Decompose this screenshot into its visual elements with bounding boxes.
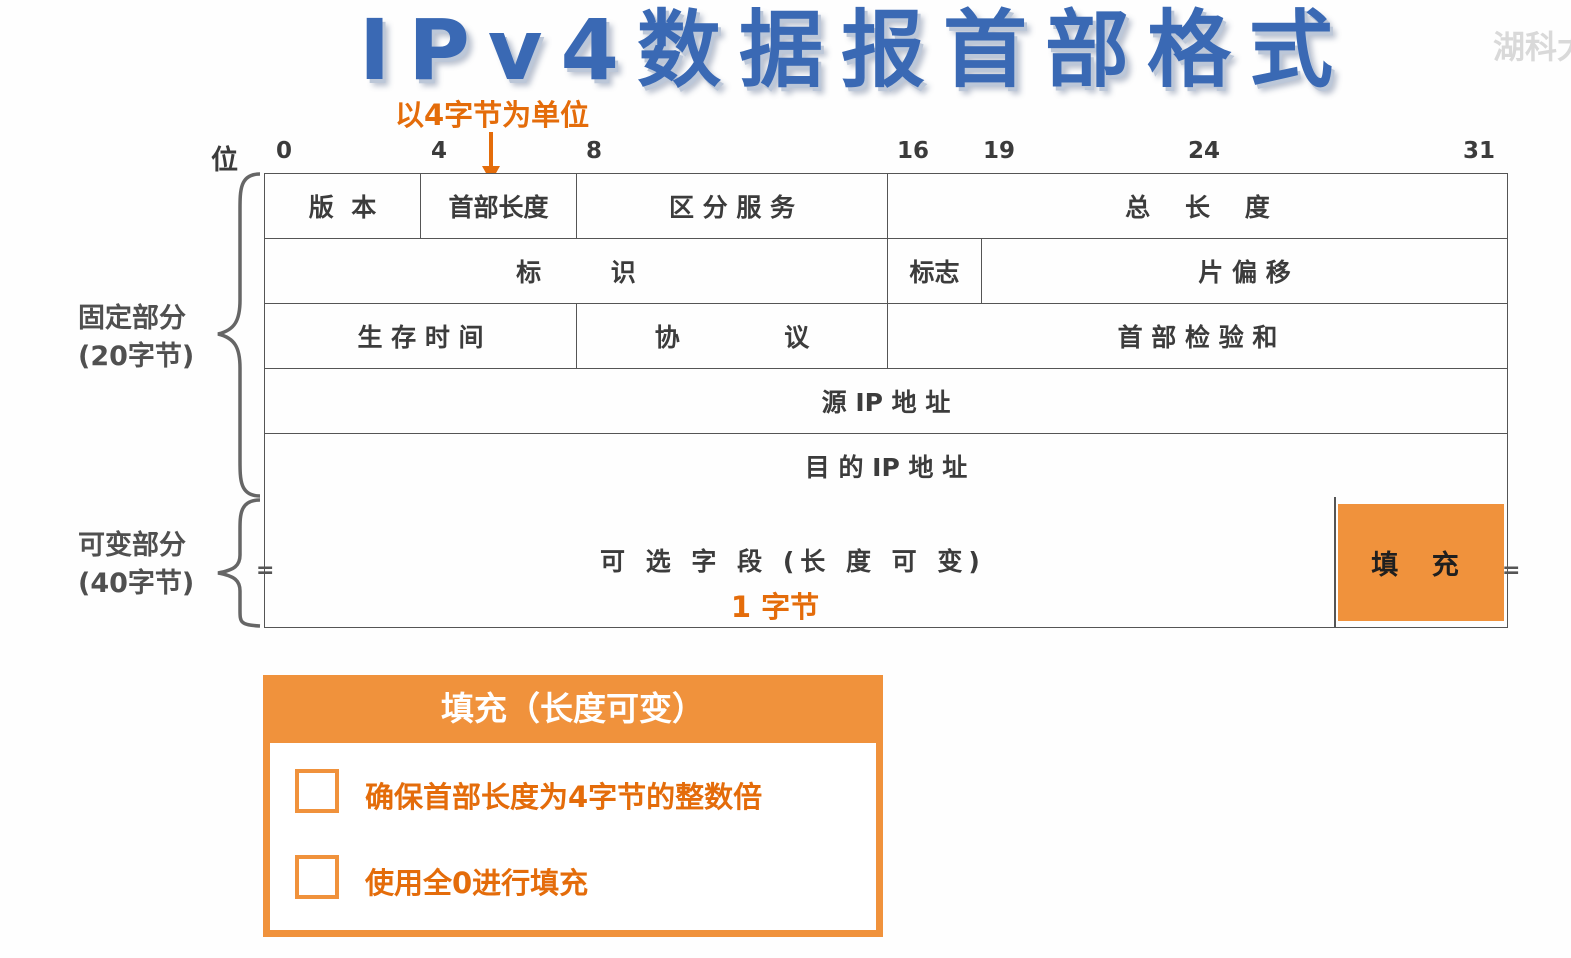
field-dscp: 区 分 服 务 (576, 173, 888, 239)
bit-tick-24: 24 (1188, 138, 1221, 164)
page-title: IPv4数据报首部格式 (358, 1, 1352, 99)
bit-tick-19: 19 (983, 138, 1016, 164)
field-header-length: 首部长度 (420, 173, 577, 239)
variable-part-title: 可变部分 (78, 530, 186, 561)
checkbox-icon (295, 769, 339, 813)
variable-part-label: 可变部分 (40字节) (78, 527, 194, 603)
field-total-length: 总 长 度 (887, 173, 1508, 239)
unit-arrow (489, 132, 493, 170)
field-flags: 标志 (887, 238, 982, 304)
continuation-left-icon: = (256, 558, 275, 583)
field-source-ip: 源 IP 地 址 (264, 368, 1508, 434)
padding-info-box: 填充（长度可变） 确保首部长度为4字节的整数倍 使用全0进行填充 (263, 675, 883, 937)
bit-axis-label: 位 (211, 145, 238, 176)
field-version: 版 本 (264, 173, 421, 239)
unit-note: 以4字节为单位 (395, 98, 590, 132)
fixed-brace-icon (217, 172, 261, 498)
field-ttl: 生 存 时 间 (264, 303, 577, 369)
field-dest-ip: 目 的 IP 地 址 (264, 433, 1508, 498)
bit-tick-8: 8 (586, 138, 603, 164)
fixed-part-label: 固定部分 (20字节) (78, 300, 194, 376)
field-checksum: 首 部 检 验 和 (887, 303, 1508, 369)
info-item-2: 使用全0进行填充 (365, 866, 589, 900)
bit-tick-31: 31 (1463, 138, 1496, 164)
field-fragment-offset: 片 偏 移 (981, 238, 1508, 304)
info-item-1: 确保首部长度为4字节的整数倍 (365, 780, 763, 814)
brace-icons (217, 172, 261, 628)
field-options: 可 选 字 段 (长 度 可 变) (600, 547, 986, 576)
options-unit-note: 1 字节 (730, 590, 820, 624)
field-identification: 标 识 (264, 238, 888, 304)
padding-info-body: 确保首部长度为4字节的整数倍 使用全0进行填充 (270, 743, 876, 930)
bit-tick-16: 16 (897, 138, 930, 164)
padding-info-title: 填充（长度可变） (441, 689, 705, 728)
bit-tick-0: 0 (276, 138, 293, 164)
variable-brace-icon (217, 498, 261, 628)
checkbox-icon (295, 855, 339, 899)
field-options-box (264, 497, 1508, 628)
padding-divider (1334, 497, 1336, 628)
fixed-part-size: (20字节) (78, 341, 195, 372)
continuation-right-icon: = (1502, 558, 1521, 583)
bit-tick-4: 4 (431, 138, 448, 164)
variable-part-size: (40字节) (78, 568, 195, 599)
watermark: 湖科大 (1493, 28, 1571, 66)
field-protocol: 协 议 (576, 303, 888, 369)
field-padding: 填 充 (1338, 504, 1504, 621)
fixed-part-title: 固定部分 (78, 303, 186, 334)
